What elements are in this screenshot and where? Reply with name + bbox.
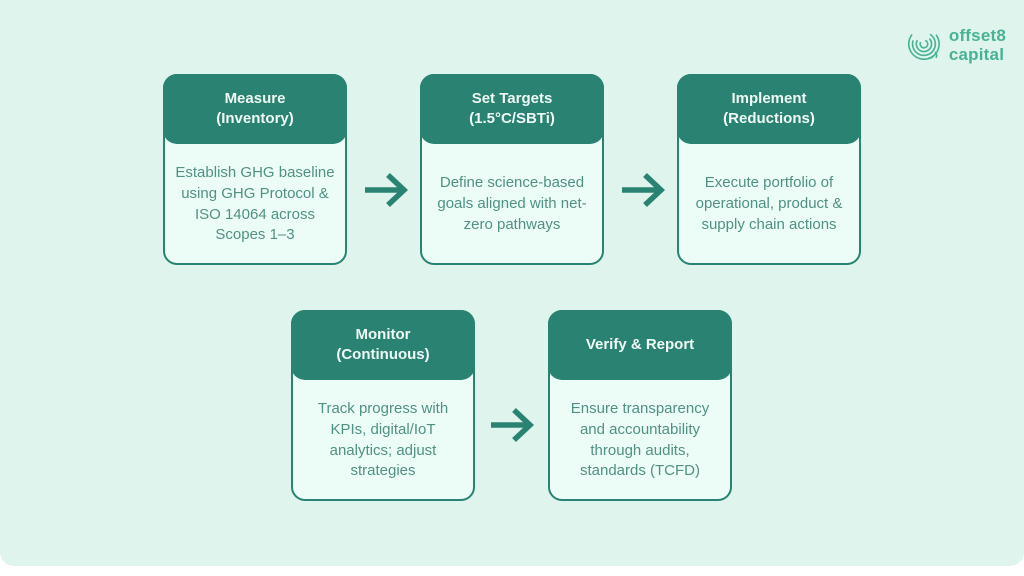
card-implement-header: Implement (Reductions) — [677, 74, 861, 144]
arrow-right-icon — [619, 168, 667, 212]
card-implement-body: Execute portfolio of operational, produc… — [695, 174, 843, 233]
card-monitor-header: Monitor (Continuous) — [291, 310, 475, 380]
card-implement-title-line1: Implement — [731, 89, 807, 107]
arrow-right-icon — [362, 168, 410, 212]
card-monitor-title-line1: Monitor — [355, 325, 411, 343]
logo-text: offset8 capital — [948, 26, 1006, 64]
card-measure-body: Establish GHG baseline using GHG Protoco… — [175, 164, 335, 244]
card-measure-title-line2: (Inventory) — [216, 110, 294, 127]
card-verify-report-title: Verify & Report — [585, 335, 695, 353]
card-set-targets: Set Targets (1.5°C/SBTi) Define science-… — [420, 74, 604, 265]
card-implement-title-line2: (Reductions) — [723, 110, 815, 127]
card-monitor-body: Track progress with KPIs, digital/IoT an… — [317, 400, 449, 480]
fingerprint-leaf-icon — [904, 24, 942, 67]
card-set-targets-body: Define science-based goals aligned with … — [437, 174, 587, 233]
card-measure-header: Measure (Inventory) — [163, 74, 347, 144]
card-monitor: Monitor (Continuous) Track progress with… — [291, 310, 475, 501]
card-set-targets-header: Set Targets (1.5°C/SBTi) — [420, 74, 604, 144]
card-monitor-title-line2: (Continuous) — [336, 346, 430, 363]
card-implement: Implement (Reductions) Execute portfolio… — [677, 74, 861, 265]
card-measure: Measure (Inventory) Establish GHG baseli… — [163, 74, 347, 265]
card-set-targets-title-line2: (1.5°C/SBTi) — [469, 110, 555, 127]
arrow-right-icon — [488, 403, 536, 447]
logo: offset8 capital — [904, 24, 1006, 67]
logo-line2: capital — [948, 44, 1005, 64]
card-measure-title-line1: Measure — [224, 89, 286, 107]
logo-line1: offset8 — [948, 26, 1006, 46]
card-verify-report-header: Verify & Report — [548, 310, 732, 380]
card-verify-report-body: Ensure transparency and accountability t… — [570, 400, 710, 480]
card-verify-report: Verify & Report Ensure transparency and … — [548, 310, 732, 501]
card-set-targets-title-line1: Set Targets — [471, 89, 553, 107]
